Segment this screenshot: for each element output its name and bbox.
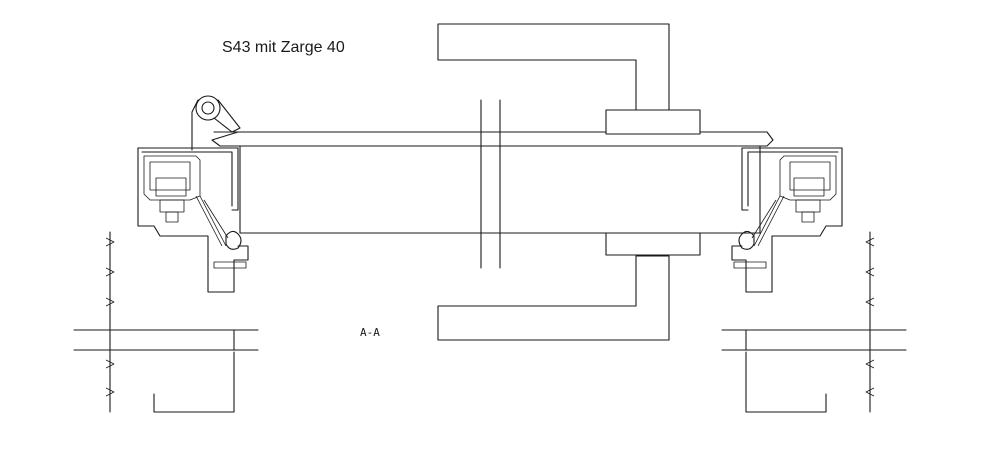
door-handle-top — [437, 23, 670, 111]
frame-profile-left — [73, 147, 259, 413]
frame-profile-right — [721, 147, 907, 413]
rosette-bottom — [605, 232, 701, 256]
break-line — [480, 99, 501, 269]
door-leaf — [211, 131, 774, 234]
drawing-title: S43 mit Zarge 40 — [222, 39, 345, 56]
rosette-top — [605, 109, 701, 135]
door-handle-bottom — [437, 255, 670, 341]
hinge — [191, 95, 241, 151]
section-label: A-A — [360, 326, 380, 339]
